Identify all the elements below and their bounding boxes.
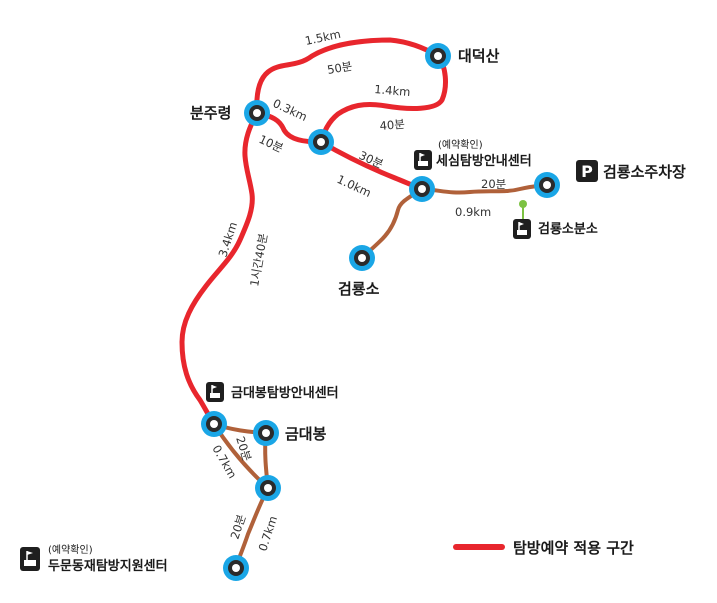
node-sesim-center[interactable] — [409, 176, 435, 202]
label-dumun-center: 두문동재탐방지원센터 — [48, 558, 168, 574]
label-dumun-note: (예약확인) — [48, 544, 93, 556]
route-daedeoksan-jct — [318, 53, 448, 145]
dist-long: 3.4km — [216, 220, 240, 259]
info-stub-dot — [519, 200, 527, 208]
node-geumdaebong[interactable] — [253, 420, 279, 446]
label-parking: 검룡소주차장 — [603, 163, 686, 181]
node-daedeoksan[interactable] — [425, 43, 451, 69]
time-mid: 40분 — [379, 117, 405, 133]
label-geumdaebong-center: 금대봉탐방안내센터 — [231, 385, 339, 401]
node-geomryongso[interactable] — [349, 245, 375, 271]
route-sesim-geomryongso — [360, 187, 424, 260]
dist-mid: 1.4km — [374, 82, 411, 99]
node-bunjuryeong[interactable] — [244, 100, 270, 126]
label-sesim-note: (예약확인) — [438, 139, 483, 151]
label-geumdaebong: 금대봉 — [285, 425, 327, 443]
office-icon — [206, 382, 224, 402]
label-sesim-center: 세심탐방안내센터 — [436, 153, 532, 169]
nodes — [201, 43, 560, 581]
route-bunjuryeong-daedeoksan — [254, 37, 441, 116]
dist-sesim: 1.0km — [335, 172, 374, 200]
node-geumdaebong-center[interactable] — [201, 411, 227, 437]
time-short: 10분 — [257, 132, 286, 155]
dist-dumun: 0.7km — [256, 514, 280, 553]
time-top: 50분 — [326, 59, 353, 77]
node-junction[interactable] — [308, 129, 334, 155]
label-branch-office: 검룡소분소 — [538, 222, 598, 237]
svg-text:P: P — [581, 162, 593, 181]
time-parking: 20분 — [481, 177, 506, 191]
route-bunjuryeong-geumdaebong — [179, 110, 260, 427]
time-long: 1시간40분 — [247, 232, 270, 287]
legend: 탐방예약 적용 구간 — [453, 539, 634, 557]
office-icon — [20, 547, 40, 571]
node-parking[interactable] — [534, 172, 560, 198]
label-bunjuryeong: 분주령 — [190, 104, 231, 122]
legend-label: 탐방예약 적용 구간 — [513, 539, 634, 557]
node-dumun[interactable] — [223, 555, 249, 581]
label-geomryongso: 검룡소 — [338, 280, 380, 298]
dist-parking: 0.9km — [455, 205, 491, 219]
parking-icon: P — [576, 160, 598, 182]
office-icon — [414, 150, 432, 170]
office-icon — [513, 219, 531, 239]
time-geumdaebong: 20분 — [233, 435, 254, 463]
dist-geumdaebong: 0.7km — [209, 443, 239, 481]
node-lower-junction[interactable] — [255, 475, 281, 501]
label-daedeoksan: 대덕산 — [458, 47, 500, 65]
